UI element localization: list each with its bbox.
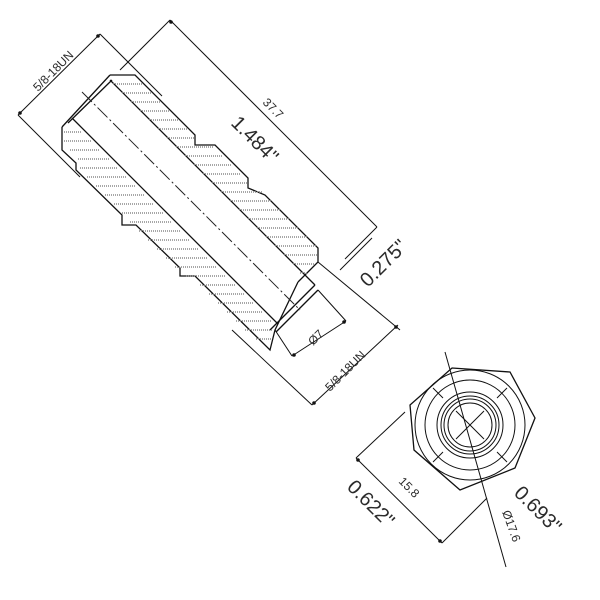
thread-left-label: 5/8-18UN: [30, 48, 76, 94]
body-outline-upper: [110, 74, 319, 283]
left-end-chamfer: [67, 79, 113, 124]
bore-circle: [443, 398, 497, 452]
chamfer-circle: [414, 369, 526, 481]
dim-neck-length: 0.275": [317, 236, 412, 331]
dim-hex-flats: 15.8 0.622": [342, 411, 488, 544]
thread-right-label: 5/8-18UN: [322, 348, 368, 394]
body-outline-lower: [61, 127, 299, 352]
hex-corners-mm: Ø17.6: [499, 508, 523, 544]
side-view: 5/8-18UN 37.7 1.484" 0.275" Ø7: [17, 19, 412, 406]
hex-flats-mm: 15.8: [396, 474, 423, 501]
neck-length-in: 0.275": [356, 236, 412, 292]
right-end-chamfer: [275, 289, 319, 333]
hex-flats-in: 0.622": [342, 476, 398, 532]
dim-hex-corners: Ø17.6 0.693": [444, 351, 565, 568]
dim-overall-length: 37.7 1.484": [119, 19, 378, 260]
right-end-face: [269, 284, 316, 331]
hex-outline: [409, 367, 536, 491]
bore-wall-lower: [71, 117, 279, 325]
dim-bore-diameter: Ø7: [274, 289, 347, 357]
face-circle: [424, 379, 516, 471]
bore-inner-circle: [447, 402, 493, 448]
section-hatch-lower: [64, 131, 272, 340]
centerline: [81, 91, 301, 311]
dim-thread-left: 5/8-18UN: [17, 33, 163, 178]
thread-minor-circle: [440, 395, 500, 455]
left-end-face: [61, 74, 111, 128]
overall-length-in: 1.484": [226, 112, 282, 168]
corner-leader: [444, 351, 507, 568]
overall-length-mm: 37.7: [260, 95, 287, 122]
thread-major-circle: [436, 391, 504, 459]
section-hatch-upper: [113, 83, 317, 274]
center-cross-b: [455, 410, 485, 440]
end-view: 15.8 0.622" Ø17.6 0.693": [342, 351, 565, 568]
